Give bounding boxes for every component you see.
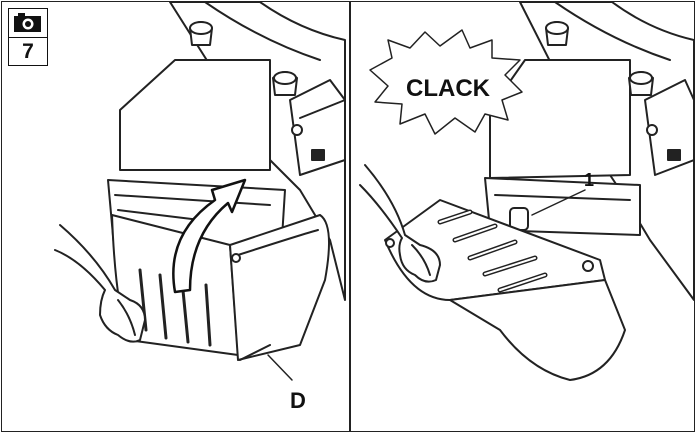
mower-housing	[119, 59, 271, 171]
step-number: 7	[22, 40, 34, 63]
mower-body	[169, 2, 346, 301]
step-badge: 7	[8, 8, 48, 66]
grass-bag-side	[229, 214, 330, 361]
sound-burst	[369, 29, 523, 135]
sound-effect-text: CLACK	[406, 75, 491, 102]
panel-divider	[349, 1, 351, 432]
badge-icon-area	[9, 9, 47, 38]
callout-d: D	[290, 388, 306, 413]
hand-right	[359, 164, 441, 283]
right-panel-drawing	[359, 2, 694, 381]
rotate-arrow	[172, 178, 247, 294]
left-panel-drawing	[54, 2, 346, 381]
knob-left-right	[545, 21, 569, 46]
flap-front	[449, 279, 626, 381]
camera-icon	[14, 13, 41, 32]
knob-left	[189, 21, 213, 46]
hand	[54, 224, 146, 343]
callout-1: 1	[584, 170, 594, 190]
knob-right-right	[628, 71, 654, 96]
mower-housing-right	[489, 59, 631, 179]
knob-right	[272, 71, 298, 96]
